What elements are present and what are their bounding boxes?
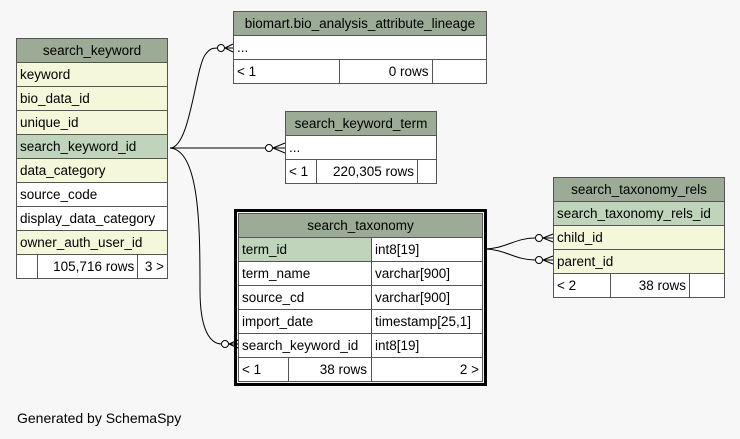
table-bio-analysis-attribute-lineage[interactable]: biomart.bio_analysis_attribute_lineage .…	[232, 11, 488, 84]
column-ellipsis: ...	[285, 135, 437, 160]
table-title[interactable]: search_keyword	[16, 38, 168, 63]
column-search-keyword-id[interactable]: search_keyword_id	[238, 333, 372, 358]
relationship-line	[169, 147, 223, 345]
column-source-cd[interactable]: source_cd	[238, 285, 372, 310]
footer-children	[417, 159, 437, 184]
relationship-zero-marker	[535, 234, 543, 242]
relationship-crowfoot	[542, 233, 554, 243]
column-ellipsis: ...	[233, 35, 487, 60]
footer-parents[interactable]: < 1	[285, 159, 317, 184]
table-title[interactable]: search_keyword_term	[285, 111, 437, 136]
relationship-line	[483, 248, 536, 261]
generated-by-label: Generated by SchemaSpy	[17, 410, 182, 426]
column-unique-id[interactable]: unique_id	[16, 110, 168, 135]
column-child-id[interactable]: child_id	[553, 225, 725, 250]
column-display-data-category[interactable]: display_data_category	[16, 206, 168, 231]
footer-children	[689, 273, 725, 298]
footer-children[interactable]: 3 >	[137, 254, 168, 279]
column-type: int8[19]	[371, 237, 483, 262]
column-parent-id[interactable]: parent_id	[553, 249, 725, 274]
relationship-crowfoot	[272, 142, 286, 154]
relationship-zero-marker	[265, 144, 273, 152]
table-search-keyword-term[interactable]: search_keyword_term ... < 1 220,305 rows	[285, 111, 437, 184]
footer-row-count: 38 rows	[610, 273, 690, 298]
column-source-code[interactable]: source_code	[16, 182, 168, 207]
column-type: int8[19]	[371, 333, 483, 358]
footer-parents[interactable]: < 1	[232, 59, 341, 84]
footer-left-cell: < 1 38 rows	[238, 357, 372, 382]
footer-parents[interactable]: < 2	[553, 273, 611, 298]
relationship-line	[169, 47, 219, 149]
relationship-line	[483, 237, 536, 250]
footer-children	[431, 59, 488, 84]
table-search-keyword[interactable]: search_keyword keyword bio_data_id uniqu…	[16, 38, 168, 279]
column-type: varchar[900]	[371, 285, 483, 310]
column-search-taxonomy-rels-id[interactable]: search_taxonomy_rels_id	[553, 201, 725, 226]
table-title[interactable]: search_taxonomy_rels	[553, 177, 725, 202]
footer-parents	[16, 254, 38, 279]
relationship-zero-marker	[221, 340, 229, 348]
column-owner-auth-user-id[interactable]: owner_auth_user_id	[16, 230, 168, 255]
column-import-date[interactable]: import_date	[238, 309, 372, 334]
column-type: varchar[900]	[371, 261, 483, 286]
table-title[interactable]: biomart.bio_analysis_attribute_lineage	[233, 11, 487, 36]
footer-row-count: 0 rows	[339, 59, 433, 84]
table-search-taxonomy-rels[interactable]: search_taxonomy_rels search_taxonomy_rel…	[553, 177, 725, 298]
column-bio-data-id[interactable]: bio_data_id	[16, 86, 168, 111]
column-data-category[interactable]: data_category	[16, 158, 168, 183]
footer-parents[interactable]: < 1	[239, 358, 289, 381]
column-search-keyword-id[interactable]: search_keyword_id	[16, 134, 168, 159]
relationship-zero-marker	[535, 256, 543, 264]
column-type: timestamp[25,1]	[371, 309, 483, 334]
column-keyword[interactable]: keyword	[16, 62, 168, 87]
relationship-zero-marker	[217, 44, 225, 52]
footer-row-count: 38 rows	[319, 362, 367, 377]
relationship-crowfoot	[228, 339, 239, 349]
table-title[interactable]: search_taxonomy	[238, 213, 483, 238]
column-term-id[interactable]: term_id	[238, 237, 372, 262]
footer-row-count: 220,305 rows	[316, 159, 418, 184]
footer-row-count: 105,716 rows	[36, 254, 139, 279]
column-term-name[interactable]: term_name	[238, 261, 372, 286]
relationship-crowfoot	[542, 255, 554, 265]
footer-children[interactable]: 2 >	[371, 357, 483, 382]
relationship-crowfoot	[224, 43, 234, 53]
table-search-taxonomy[interactable]: search_taxonomy term_id int8[19] term_na…	[234, 209, 487, 386]
